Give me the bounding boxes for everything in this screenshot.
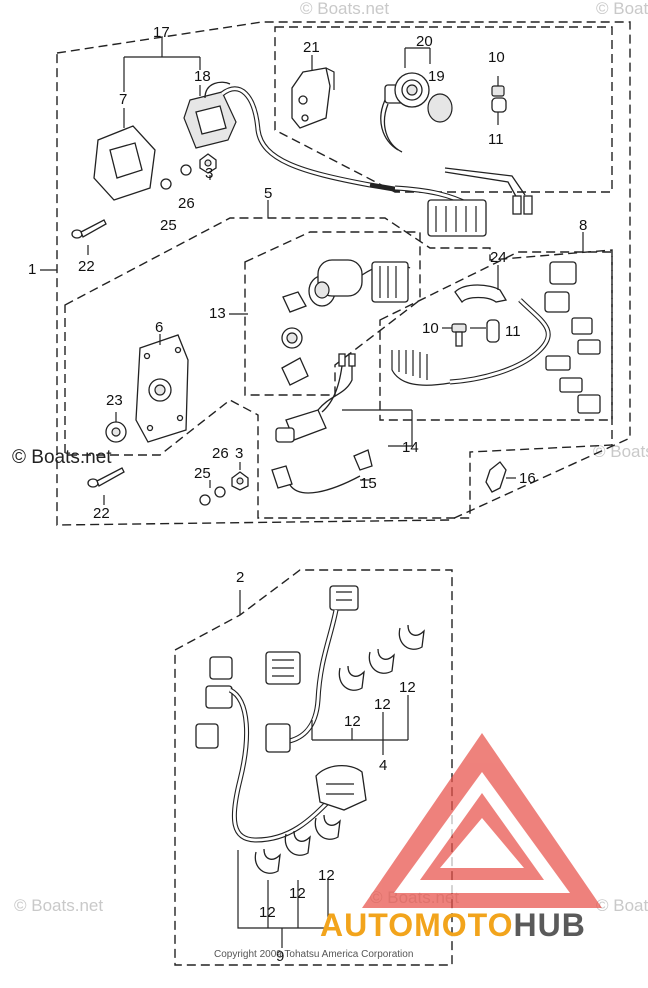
- callout-10-harness: 10: [422, 320, 439, 337]
- callout-12-e: 12: [289, 885, 306, 902]
- callout-19: 19: [428, 68, 445, 85]
- callout-22-top: 22: [78, 258, 95, 275]
- callout-26-bottom: 26: [212, 445, 229, 462]
- screw-22-top: [71, 219, 107, 239]
- watermark-top-right: © Boats.net: [596, 0, 648, 18]
- callout-23: 23: [106, 392, 123, 409]
- callout-12-c: 12: [344, 713, 361, 730]
- watermark-bottom-left: © Boats.net: [14, 896, 103, 915]
- callout-3-top: 3: [205, 165, 213, 182]
- callout-11-harness: 11: [505, 323, 521, 340]
- callout-21: 21: [303, 39, 320, 56]
- small-parts-10-11: [491, 76, 507, 125]
- callout-1: 1: [28, 261, 36, 278]
- callout-13: 13: [209, 305, 226, 322]
- disc-19: [427, 93, 453, 123]
- callout-8: 8: [579, 217, 587, 234]
- switch-panel-7-18: [93, 81, 401, 201]
- callout-12-f: 12: [259, 904, 276, 921]
- callout-15: 15: [360, 475, 377, 492]
- callout-numbers: 1 2 3 3 4 5 6 7 8 9 10 10 11 11 12 12 12…: [28, 24, 587, 965]
- callout-2: 2: [236, 569, 244, 586]
- main-harness-8: [391, 261, 601, 414]
- screw-22-bottom: [87, 467, 125, 488]
- copyright-text: Copyright 2009 Tohatsu America Corporati…: [214, 949, 413, 960]
- callout-20: 20: [416, 33, 433, 50]
- clip-16: [485, 461, 507, 493]
- callout-12-a: 12: [399, 679, 416, 696]
- assembly-1-outline: [40, 21, 631, 526]
- group-13-outline: [244, 231, 421, 396]
- small-parts-10-11-harness: [451, 319, 500, 347]
- leader-lines-bottom: [237, 695, 409, 948]
- callout-24: 24: [490, 249, 507, 266]
- plate-6: [135, 334, 189, 443]
- callout-12-b: 12: [374, 696, 391, 713]
- brand-name: AUTOMOTOHUB: [320, 907, 586, 943]
- fasteners-top: [160, 153, 217, 190]
- callout-18: 18: [194, 68, 211, 85]
- harness-plug-top: [394, 167, 533, 237]
- automotohub-logo: [362, 733, 602, 908]
- sub-harness-2: [195, 585, 367, 843]
- group-8-outline: [379, 251, 613, 421]
- nut-23: [105, 421, 127, 443]
- ignition-switch-13: [281, 259, 411, 386]
- callout-12-d: 12: [318, 867, 335, 884]
- callout-10-top: 10: [488, 49, 505, 66]
- leader-lines-top: [87, 38, 584, 505]
- watermark-main: © Boats.net: [12, 447, 112, 468]
- watermark-top: © Boats.net: [300, 0, 389, 18]
- callout-5: 5: [264, 185, 272, 202]
- callout-6: 6: [155, 319, 163, 336]
- bracket-21: [291, 67, 335, 129]
- clip-24: [454, 284, 508, 304]
- callout-7: 7: [119, 91, 127, 108]
- callout-9: 9: [276, 948, 284, 965]
- callout-16: 16: [519, 470, 536, 487]
- watermark-right: © Boats.net: [593, 442, 648, 461]
- fasteners-bottom: [199, 471, 249, 506]
- clips-12-lower: [254, 814, 341, 874]
- kill-switch-14: [271, 353, 373, 494]
- callout-11-top: 11: [488, 131, 504, 148]
- watermark-bottom-right: © Boats.net: [596, 896, 648, 915]
- group-sensor-outline: [274, 26, 613, 193]
- callout-14: 14: [402, 439, 419, 456]
- callout-26-top: 26: [178, 195, 195, 212]
- callout-25-bottom: 25: [194, 465, 211, 482]
- callout-17: 17: [153, 24, 170, 41]
- callout-22-bottom: 22: [93, 505, 110, 522]
- sensor-20: [380, 72, 430, 153]
- callout-25-top: 25: [160, 217, 177, 234]
- callout-4: 4: [379, 757, 387, 774]
- clips-12-upper: [338, 624, 425, 691]
- group-5-outline: [64, 217, 613, 519]
- callout-3-bottom: 3: [235, 445, 243, 462]
